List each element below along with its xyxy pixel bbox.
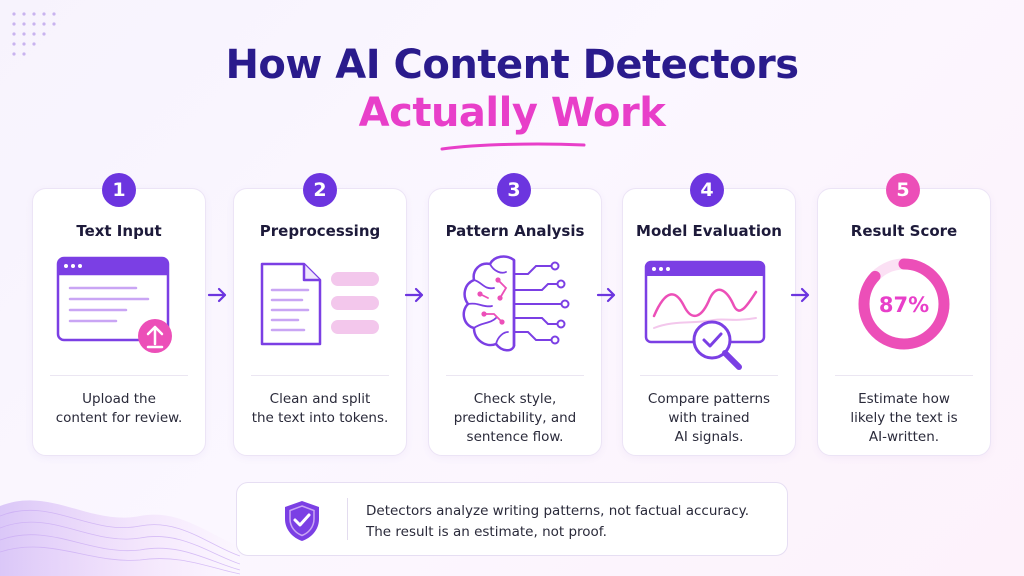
decorative-dot-grid xyxy=(12,12,56,56)
step-desc-line: with trained xyxy=(668,410,750,426)
title-underline xyxy=(440,142,586,151)
step-desc-line: Clean and split xyxy=(269,391,371,407)
step-number-badge-1: 1 xyxy=(102,173,136,207)
step-card-5 xyxy=(817,188,991,456)
step-desc-5: Estimate how likely the text is AI-writt… xyxy=(817,390,991,447)
step-desc-line: AI-written. xyxy=(868,429,940,445)
chart-magnifier-icon xyxy=(644,260,766,370)
step-title-2: Preprocessing xyxy=(259,222,381,240)
brain-circuit-icon xyxy=(462,255,570,352)
arrow-right-icon xyxy=(207,287,227,303)
step-desc-line: Estimate how xyxy=(858,391,950,407)
page-title-line2: Actually Work xyxy=(358,90,666,136)
arrow-right-icon xyxy=(404,287,424,303)
step-desc-line: predictability, and xyxy=(453,410,577,426)
page-title-line1: How AI Content Detectors xyxy=(225,42,799,88)
step-desc-line: Check style, xyxy=(473,391,557,407)
step-title-4: Model Evaluation xyxy=(636,222,782,240)
disclaimer-box xyxy=(236,482,788,556)
step-desc-line: AI signals. xyxy=(674,429,744,445)
decorative-waves xyxy=(0,500,240,576)
card-divider-2 xyxy=(251,375,389,376)
disclaimer-line-1: Detectors analyze writing patterns, not … xyxy=(366,503,749,519)
step-desc-line: content for review. xyxy=(55,410,183,426)
card-divider-3 xyxy=(446,375,584,376)
step-desc-line: Upload the xyxy=(82,391,156,407)
step-desc-4: Compare patterns with trained AI signals… xyxy=(622,390,796,447)
step-desc-line: Compare patterns xyxy=(647,391,771,407)
disclaimer-divider xyxy=(347,498,348,540)
card-divider-4 xyxy=(640,375,778,376)
step-title-1: Text Input xyxy=(76,222,162,240)
score-ring-icon: 87% xyxy=(858,258,950,350)
step-desc-line: the text into tokens. xyxy=(251,410,389,426)
card-divider-5 xyxy=(835,375,973,376)
arrow-right-icon xyxy=(790,287,810,303)
upload-window-icon xyxy=(56,256,172,353)
step-number-badge-5: 5 xyxy=(886,173,920,207)
step-number-badge-2: 2 xyxy=(303,173,337,207)
step-number-badge-3: 3 xyxy=(497,173,531,207)
step-desc-line: likely the text is xyxy=(850,410,958,426)
card-divider-1 xyxy=(50,375,188,376)
step-desc-3: Check style, predictability, and sentenc… xyxy=(428,390,602,447)
step-desc-1: Upload the content for review. xyxy=(32,390,206,428)
arrow-right-icon xyxy=(596,287,616,303)
step-desc-line: sentence flow. xyxy=(466,429,564,445)
step-number-badge-4: 4 xyxy=(690,173,724,207)
step-title-5: Result Score xyxy=(850,222,958,240)
document-tokens-icon xyxy=(260,262,379,346)
step-desc-2: Clean and split the text into tokens. xyxy=(233,390,407,428)
disclaimer-line-2: The result is an estimate, not proof. xyxy=(366,524,607,540)
score-value: 87% xyxy=(879,293,929,317)
shield-check-icon xyxy=(285,501,319,541)
step-title-3: Pattern Analysis xyxy=(445,222,585,240)
